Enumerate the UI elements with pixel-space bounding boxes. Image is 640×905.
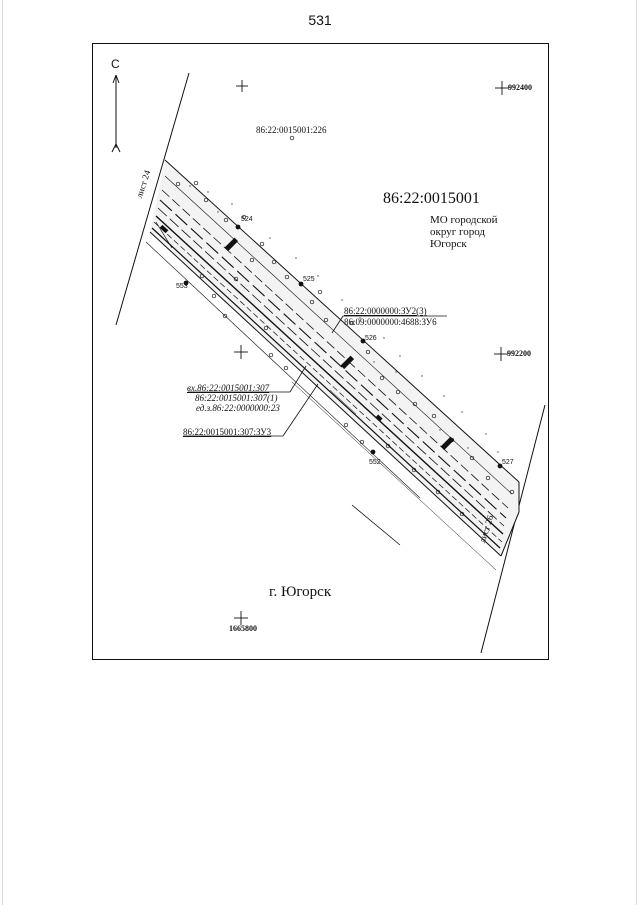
point-525-marker — [298, 281, 304, 287]
municipality-line-2: округ город — [430, 226, 485, 238]
vegetation-symbols — [175, 135, 515, 517]
north-letter: С — [111, 57, 120, 71]
point-525-label: 525 — [303, 276, 315, 283]
point-553-marker — [183, 280, 189, 286]
point-552-marker — [370, 449, 376, 455]
point-552-label: 552 — [369, 459, 381, 466]
municipality-line-3: Югорск — [430, 238, 467, 250]
corridor-small-labels — [159, 224, 455, 451]
field-dots — [189, 185, 499, 453]
parcel-label-226: 86:22:0015001:226 — [256, 125, 327, 135]
municipality-line-1: МО городской — [430, 214, 498, 226]
municipality-label: МО городской округ город Югорск — [430, 214, 498, 250]
grid-crosses — [234, 80, 509, 625]
parcel-label-307-1: 86:22:0015001:307(1) — [195, 393, 278, 403]
parcel-label-vh307: вх.86:22:0015001:307 — [187, 383, 270, 393]
map-frame — [92, 43, 549, 660]
corridor-band — [145, 159, 520, 571]
scan-edge-left — [2, 0, 3, 905]
point-553-label: 553 — [176, 283, 188, 290]
page-number: 531 — [308, 12, 332, 28]
parcel-label-zu6: 86:09:0000000:4688:ЗУ6 — [344, 317, 437, 327]
point-526-label: 526 — [365, 335, 377, 342]
parcel-label-ez23: ед.з.86:22:0000000:23 — [196, 403, 280, 413]
point-526-marker — [360, 338, 366, 344]
point-527-marker — [497, 463, 503, 469]
boundary-points — [183, 224, 503, 469]
point-524-label: 524 — [241, 216, 253, 223]
scan-edge-right — [636, 0, 637, 905]
point-527-label: 527 — [502, 459, 514, 466]
grid-label-1665800: 1665800 — [229, 624, 257, 633]
grid-label-992400: 992400 — [508, 83, 532, 92]
grid-label-992200: 992200 — [507, 349, 531, 358]
parcel-label-zu2: 86:22:0000000:ЗУ2(3) — [344, 306, 427, 316]
point-524-marker — [235, 224, 241, 230]
parcel-label-zu3: 86:22:0015001:307:ЗУ3 — [183, 427, 272, 437]
sheet-boundaries — [115, 72, 546, 654]
city-name: г. Югорск — [269, 584, 332, 600]
north-arrow — [111, 74, 121, 153]
leader-lines — [183, 315, 447, 437]
cadastral-block-code: 86:22:0015001 — [383, 190, 480, 207]
